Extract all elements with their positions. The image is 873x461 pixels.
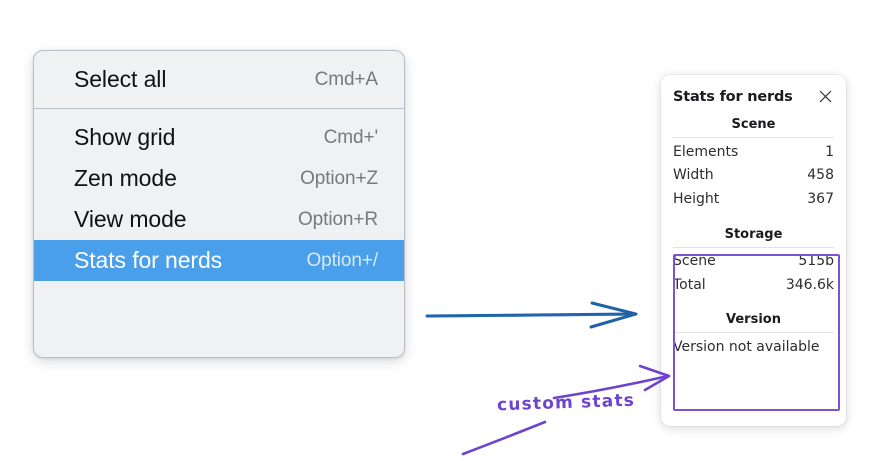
context-menu: Select all Cmd+A Show grid Cmd+' Zen mod… <box>33 50 405 358</box>
section-heading-version: Version <box>673 306 834 334</box>
stat-key: Height <box>673 191 720 208</box>
stats-for-nerds-panel: Stats for nerds Scene Elements 1 Width 4… <box>661 75 846 426</box>
menu-item-label: View mode <box>74 206 187 232</box>
stat-row: Width 458 <box>673 164 834 188</box>
menu-item-label: Zen mode <box>74 165 177 191</box>
section-heading-scene: Scene <box>673 111 834 138</box>
stat-key: Width <box>673 167 714 184</box>
menu-divider <box>34 108 404 109</box>
stat-value: 367 <box>807 191 834 208</box>
menu-item-label: Select all <box>74 66 167 92</box>
menu-item-show-grid[interactable]: Show grid Cmd+' <box>34 117 404 158</box>
menu-item-label: Show grid <box>74 124 176 150</box>
menu-group-1: Select all Cmd+A <box>34 51 404 108</box>
menu-item-label: Stats for nerds <box>74 247 223 273</box>
menu-item-select-all[interactable]: Select all Cmd+A <box>34 59 404 100</box>
menu-item-shortcut: Option+Z <box>300 167 378 189</box>
stat-key: Total <box>673 277 706 294</box>
panel-header: Stats for nerds <box>661 75 846 111</box>
menu-item-view-mode[interactable]: View mode Option+R <box>34 199 404 240</box>
purple-underline-annotation <box>461 420 547 456</box>
menu-group-2: Show grid Cmd+' Zen mode Option+Z View m… <box>34 109 404 289</box>
version-text: Version not available <box>673 339 820 356</box>
stat-row: Total 346.6k <box>673 274 834 298</box>
menu-item-zen-mode[interactable]: Zen mode Option+Z <box>34 158 404 199</box>
panel-body: Scene Elements 1 Width 458 Height 367 St… <box>661 111 846 361</box>
section-heading-storage: Storage <box>673 221 834 248</box>
spacer <box>673 212 834 221</box>
stat-value: 458 <box>807 167 834 184</box>
spacer <box>673 297 834 306</box>
stat-value: 346.6k <box>785 277 834 294</box>
menu-item-shortcut: Cmd+A <box>314 68 378 90</box>
custom-stats-annotation-label: custom stats <box>496 390 636 416</box>
stat-key: Elements <box>673 143 739 160</box>
stat-row: Elements 1 <box>673 140 834 164</box>
blue-arrow-annotation <box>425 301 638 329</box>
stat-value: 1 <box>825 143 834 160</box>
menu-item-shortcut: Option+/ <box>306 249 378 271</box>
panel-title: Stats for nerds <box>673 88 793 105</box>
menu-item-shortcut: Cmd+' <box>323 126 378 148</box>
stat-row: Height 367 <box>673 188 834 212</box>
stat-value: 515b <box>798 253 834 270</box>
menu-item-stats-for-nerds[interactable]: Stats for nerds Option+/ <box>34 240 404 281</box>
stat-key: Scene <box>673 253 716 270</box>
stat-row: Scene 515b <box>673 250 834 274</box>
menu-item-shortcut: Option+R <box>298 208 378 230</box>
close-icon[interactable] <box>817 88 834 105</box>
